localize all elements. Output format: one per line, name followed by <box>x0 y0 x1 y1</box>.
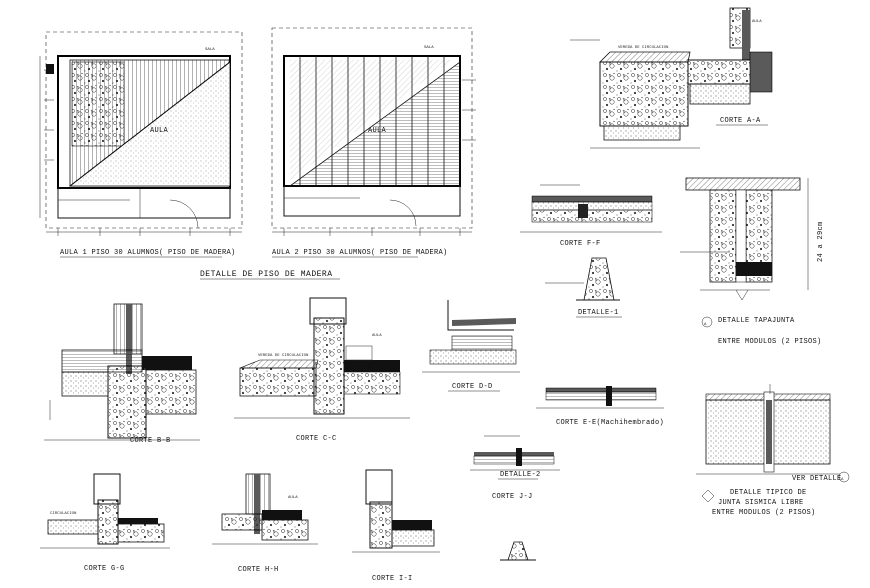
corte-gg-circulacion: CIRCULACION <box>50 512 77 516</box>
section-corte-f-f: CORTE F-F <box>520 184 662 248</box>
detalle-2: DETALLE-2 <box>498 471 541 561</box>
vereda-label: VEREDA DE CIRCULACION <box>618 46 669 50</box>
corte-ff-title: CORTE F-F <box>560 240 601 248</box>
section-corte-j-j: CORTE J-J <box>470 435 560 501</box>
tapajunta-marker: A <box>704 323 707 327</box>
section-corte-e-e: CORTE E-E(Machihembrado) <box>536 386 664 427</box>
plan2-sala-label: SALA <box>424 46 434 50</box>
ver-detalle-label: VER DETALLE <box>792 475 842 483</box>
tapajunta-subtitle: ENTRE MODULOS (2 PISOS) <box>718 338 822 346</box>
junta-title-2: JUNTA SISMICA LIBRE <box>718 499 804 507</box>
detalle-tapajunta: 24 a 29cm A DETALLE TAPAJUNTA ENTRE MODU… <box>680 177 825 346</box>
detalle-2-title: DETALLE-2 <box>500 471 541 479</box>
tapajunta-title: DETALLE TAPAJUNTA <box>718 317 795 325</box>
section-corte-i-i: CORTE I-I <box>352 469 440 583</box>
corte-ii-title: CORTE I-I <box>372 575 413 583</box>
corte-gg-title: CORTE G-G <box>84 565 125 573</box>
plan1-aula-label: AULA <box>150 127 169 135</box>
ver-detalle-marker: A <box>841 478 844 482</box>
section-corte-h-h: AULA CORTE H-H <box>212 473 318 574</box>
section-corte-c-c: VEREDA DE CIRCULACION AULA CORTE C-C <box>234 297 410 443</box>
corte-ee-title: CORTE E-E(Machihembrado) <box>556 419 664 427</box>
plan2-aula-label: AULA <box>368 127 387 135</box>
detalle-1: DETALLE-1 <box>545 257 622 318</box>
corte-bb-title: CORTE B-B <box>130 437 171 445</box>
corte-jj-title: CORTE J-J <box>492 493 533 501</box>
plan1-title: AULA 1 PISO 30 ALUMNOS( PISO DE MADERA) <box>60 249 236 257</box>
plan-aula-1: AULA SALA AULA 1 PISO 30 ALUMNOS( PISO D… <box>39 31 243 258</box>
section-corte-g-g: CIRCULACION CORTE G-G <box>40 473 170 573</box>
corte-cc-vereda: VEREDA DE CIRCULACION <box>258 354 309 358</box>
junta-title-1: DETALLE TIPICO DE <box>730 489 807 497</box>
corte-hh-title: CORTE H-H <box>238 566 279 574</box>
main-title: DETALLE DE PISO DE MADERA <box>200 270 333 279</box>
plan2-title: AULA 2 PISO 30 ALUMNOS( PISO DE MADERA) <box>272 249 448 257</box>
detalle-1-title: DETALLE-1 <box>578 309 619 317</box>
junta-title-3: ENTRE MODULOS (2 PISOS) <box>712 509 816 517</box>
plan-aula-2: AULA SALA AULA 2 PISO 30 ALUMNOS( PISO D… <box>271 27 476 258</box>
corte-aa-aula: AULA <box>752 20 762 24</box>
section-corte-d-d: CORTE D-D <box>422 300 520 392</box>
section-corte-b-b: CORTE B-B <box>44 303 200 445</box>
corte-dd-title: CORTE D-D <box>452 383 493 391</box>
detalle-junta-sismica: VER DETALLE A DETALLE TIPICO DE JUNTA SI… <box>696 384 850 517</box>
corte-cc-title: CORTE C-C <box>296 435 337 443</box>
section-corte-a-a: VEREDA DE CIRCULACION AULA CORTE A-A <box>570 7 773 149</box>
corte-aa-title: CORTE A-A <box>720 117 761 125</box>
corte-cc-aula: AULA <box>372 334 382 338</box>
plan1-sala-label: SALA <box>205 48 215 52</box>
corte-hh-aula: AULA <box>288 496 298 500</box>
dim-24-29: 24 a 29cm <box>817 221 825 262</box>
